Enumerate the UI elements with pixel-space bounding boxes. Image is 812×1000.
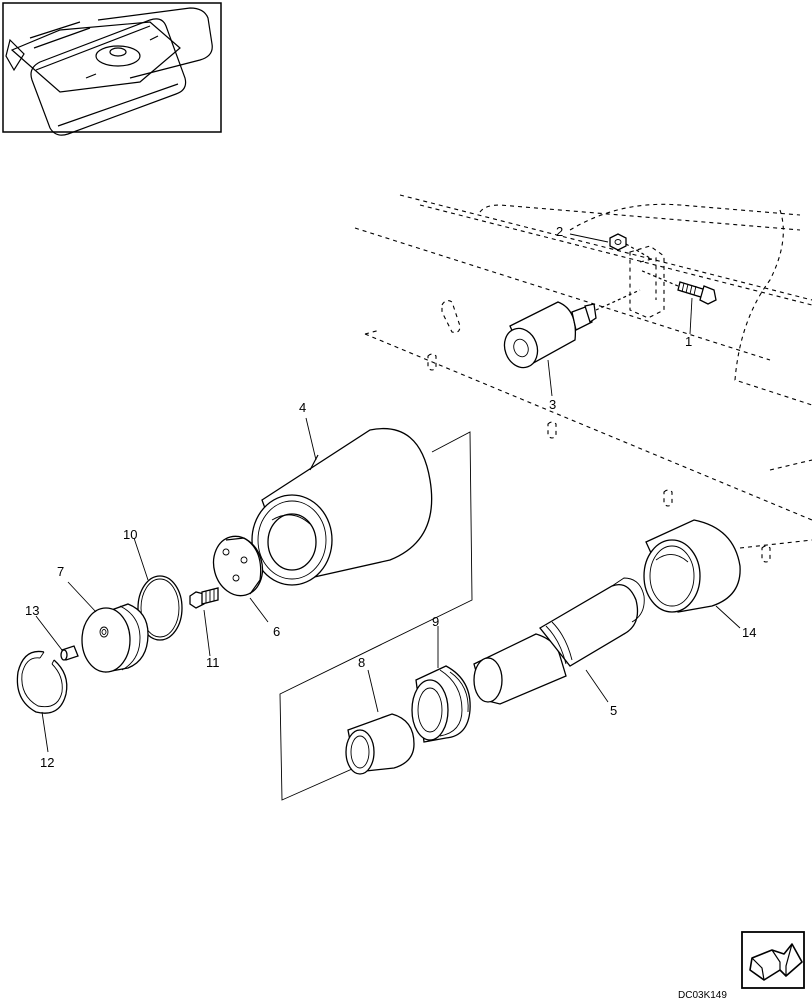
drawing-code: DC03K149 [678,990,727,1000]
callout-10: 10 [123,527,137,542]
callout-11: 11 [206,655,220,670]
part-11-screw [189,587,219,609]
callout-1: 1 [685,334,692,349]
leader-lines [35,233,741,753]
part-13-plug [60,645,79,661]
machine-locator-icon [2,2,222,136]
callout-5: 5 [610,703,617,718]
callout-6: 6 [273,624,280,639]
track-frame-outline [354,194,812,563]
callout-12: 12 [40,755,54,770]
next-page-arrow-icon[interactable] [741,931,805,989]
callout-4: 4 [299,400,306,415]
part-9-seal [411,665,471,743]
part-7-end-cap [81,603,149,673]
part-3-carrier-roller [503,289,641,369]
part-10-o-ring [137,575,183,641]
callout-2: 2 [556,224,563,239]
callout-8: 8 [358,655,365,670]
part-6-plate [212,535,264,597]
part-14-collar [643,519,741,613]
part-1-bolt [639,269,717,305]
callout-3: 3 [549,397,556,412]
part-5-shaft [473,577,645,705]
assembly-bracket-lines [279,431,473,801]
part-2-nut [609,233,651,259]
callout-14: 14 [742,625,756,640]
part-4-roller [251,428,433,586]
callout-9: 9 [432,614,439,629]
callout-7: 7 [57,564,64,579]
part-8-bushing [345,713,415,775]
part-12-snap-ring [16,650,68,714]
callout-13: 13 [25,603,39,618]
